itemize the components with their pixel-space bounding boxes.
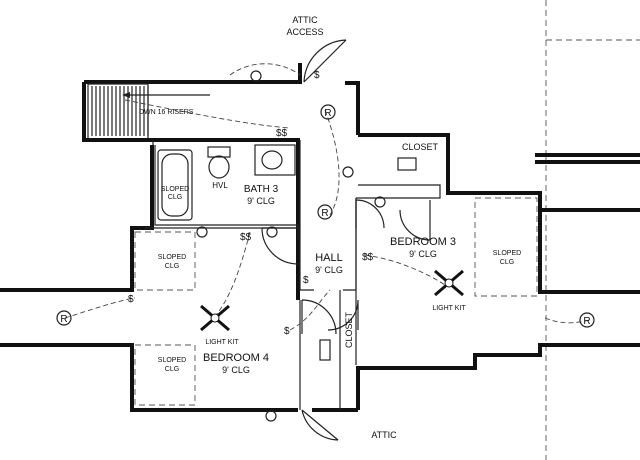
svg-text:R: R [583, 316, 590, 327]
attic-access-label-2: ACCESS [286, 27, 323, 37]
switch-icon: $ [284, 326, 290, 337]
double-switch-icon: $$ [276, 128, 288, 139]
ceiling-fan-icon [434, 269, 464, 297]
sloped-clg-bath: CLG [168, 194, 182, 201]
svg-text:R: R [324, 108, 331, 119]
receptacle-icon: R [579, 312, 595, 328]
bedroom4-name: BEDROOM 4 [203, 352, 269, 364]
bedroom3-ceiling: 9' CLG [409, 249, 437, 259]
stair-arrow-icon [122, 92, 130, 98]
bath3-name: BATH 3 [244, 184, 279, 195]
bedroom4-ceiling: 9' CLG [222, 365, 250, 375]
toilet-icon [208, 155, 230, 179]
attic-access-label-1: ATTIC [292, 15, 318, 25]
closet-side-label: CLOSET [344, 311, 354, 348]
outlet-icon [196, 226, 208, 238]
walls [0, 63, 640, 412]
closet-top-label: CLOSET [402, 142, 439, 152]
bedroom3-name: BEDROOM 3 [390, 236, 456, 248]
stair-label: DWN 16 RISERS [139, 109, 194, 116]
hall-ceiling: 9' CLG [315, 265, 343, 275]
bath3-ceiling: 9' CLG [247, 196, 275, 206]
labels: ATTIC ACCESS DWN 16 RISERS BATH 3 9' CLG… [139, 15, 521, 440]
bath-fixtures [157, 144, 296, 221]
toilet-tank-icon [207, 146, 231, 158]
attic-bottom-label: ATTIC [371, 430, 397, 440]
outlet-icon [374, 196, 386, 208]
sloped-label-bath: SLOPED [161, 186, 189, 193]
outlet-icon [250, 70, 262, 82]
doors [261, 39, 431, 441]
svg-text:R: R [321, 208, 328, 219]
receptacle-icon: R [320, 104, 336, 120]
sink-icon [261, 150, 283, 170]
outlet-icon [342, 166, 354, 178]
hall-name: HALL [315, 252, 343, 264]
sloped-clg-upper: CLG [165, 263, 179, 270]
receptacles: R R R R [56, 104, 595, 328]
sloped-clg-right: CLG [500, 259, 514, 266]
panel-icon [397, 157, 417, 171]
svg-text:R: R [60, 314, 67, 325]
switch-icon: $ [314, 70, 320, 81]
switch-icon: $ [128, 294, 134, 305]
double-switch-icon: $$ [240, 232, 252, 243]
panel-icon [319, 339, 331, 361]
sloped-zones [134, 197, 538, 406]
sloped-label-upper: SLOPED [158, 254, 186, 261]
sloped-label-right: SLOPED [493, 250, 521, 257]
sloped-label-lower: SLOPED [158, 357, 186, 364]
vanity-icon [254, 144, 296, 176]
light-kit-label-bedroom3: LIGHT KIT [432, 305, 466, 312]
sloped-clg-lower: CLG [165, 366, 179, 373]
switches: $ $$ $$ $$ $ $ $ [128, 70, 374, 337]
double-switch-icon: $$ [362, 252, 374, 263]
ceiling-fans [200, 269, 464, 332]
hvl-label: HVL [212, 181, 228, 190]
wiring [64, 63, 591, 331]
switch-icon: $ [303, 275, 309, 286]
bathtub-icon [157, 149, 193, 221]
receptacle-icon: R [317, 204, 333, 220]
light-kit-label-bedroom4: LIGHT KIT [205, 339, 239, 346]
receptacle-icon: R [56, 310, 72, 326]
stair [87, 83, 210, 138]
outlet-icon [266, 226, 278, 238]
outlet-icon [265, 410, 277, 422]
outlets [196, 70, 417, 422]
ceiling-fan-icon [200, 304, 230, 332]
reference-lines [545, 0, 640, 460]
